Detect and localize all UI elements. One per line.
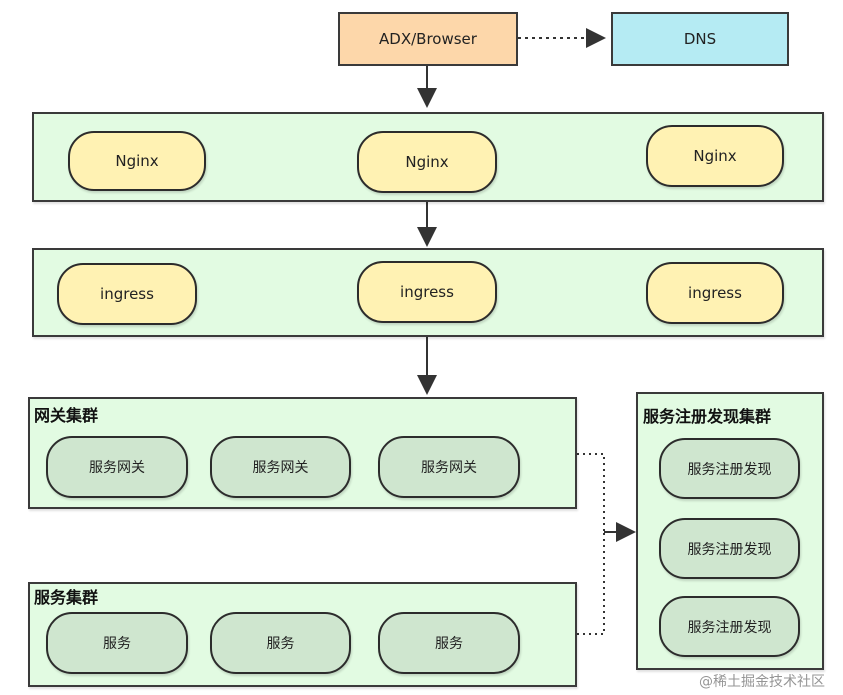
gateway-node: 服务网关 bbox=[210, 436, 351, 498]
service-node: 服务 bbox=[46, 612, 188, 674]
nginx-node: Nginx bbox=[357, 131, 497, 193]
ingress-node: ingress bbox=[646, 262, 784, 324]
service-node-label: 服务 bbox=[103, 636, 131, 652]
gateway-node-label: 服务网关 bbox=[421, 460, 477, 476]
service-node: 服务 bbox=[210, 612, 351, 674]
ingress-node-label: ingress bbox=[688, 284, 742, 302]
ingress-node-label: ingress bbox=[100, 285, 154, 303]
gateway-cluster-title: 网关集群 bbox=[34, 406, 99, 425]
nginx-node: Nginx bbox=[68, 131, 206, 191]
registry-node-label: 服务注册发现 bbox=[687, 461, 772, 478]
dns-box: DNS bbox=[611, 12, 789, 66]
registry-cluster-title: 服务注册发现集群 bbox=[643, 407, 772, 426]
gateway-node-label: 服务网关 bbox=[252, 460, 309, 476]
gateway-node: 服务网关 bbox=[46, 436, 188, 498]
ingress-node-label: ingress bbox=[400, 283, 454, 301]
nginx-node: Nginx bbox=[646, 125, 784, 187]
client-box: ADX/Browser bbox=[338, 12, 518, 66]
registry-node: 服务注册发现 bbox=[659, 518, 800, 579]
watermark: @稀土掘金技术社区 bbox=[699, 674, 825, 690]
registry-node: 服务注册发现 bbox=[659, 438, 800, 499]
registry-node-label: 服务注册发现 bbox=[687, 541, 772, 558]
ingress-node: ingress bbox=[357, 261, 497, 323]
client-label: ADX/Browser bbox=[379, 30, 477, 48]
dotted-service-to-registry bbox=[577, 532, 605, 635]
registry-node: 服务注册发现 bbox=[659, 596, 800, 657]
nginx-node-label: Nginx bbox=[693, 147, 737, 165]
service-node: 服务 bbox=[378, 612, 520, 674]
nginx-node-label: Nginx bbox=[115, 152, 159, 170]
service-cluster-title: 服务集群 bbox=[34, 588, 99, 607]
service-node-label: 服务 bbox=[266, 636, 295, 652]
nginx-node-label: Nginx bbox=[405, 153, 449, 171]
ingress-node: ingress bbox=[57, 263, 197, 325]
gateway-node-label: 服务网关 bbox=[89, 460, 145, 476]
dns-label: DNS bbox=[683, 30, 717, 48]
service-node-label: 服务 bbox=[435, 636, 463, 652]
gateway-node: 服务网关 bbox=[378, 436, 520, 498]
registry-node-label: 服务注册发现 bbox=[687, 619, 772, 636]
dotted-gateway-to-registry bbox=[577, 453, 605, 532]
